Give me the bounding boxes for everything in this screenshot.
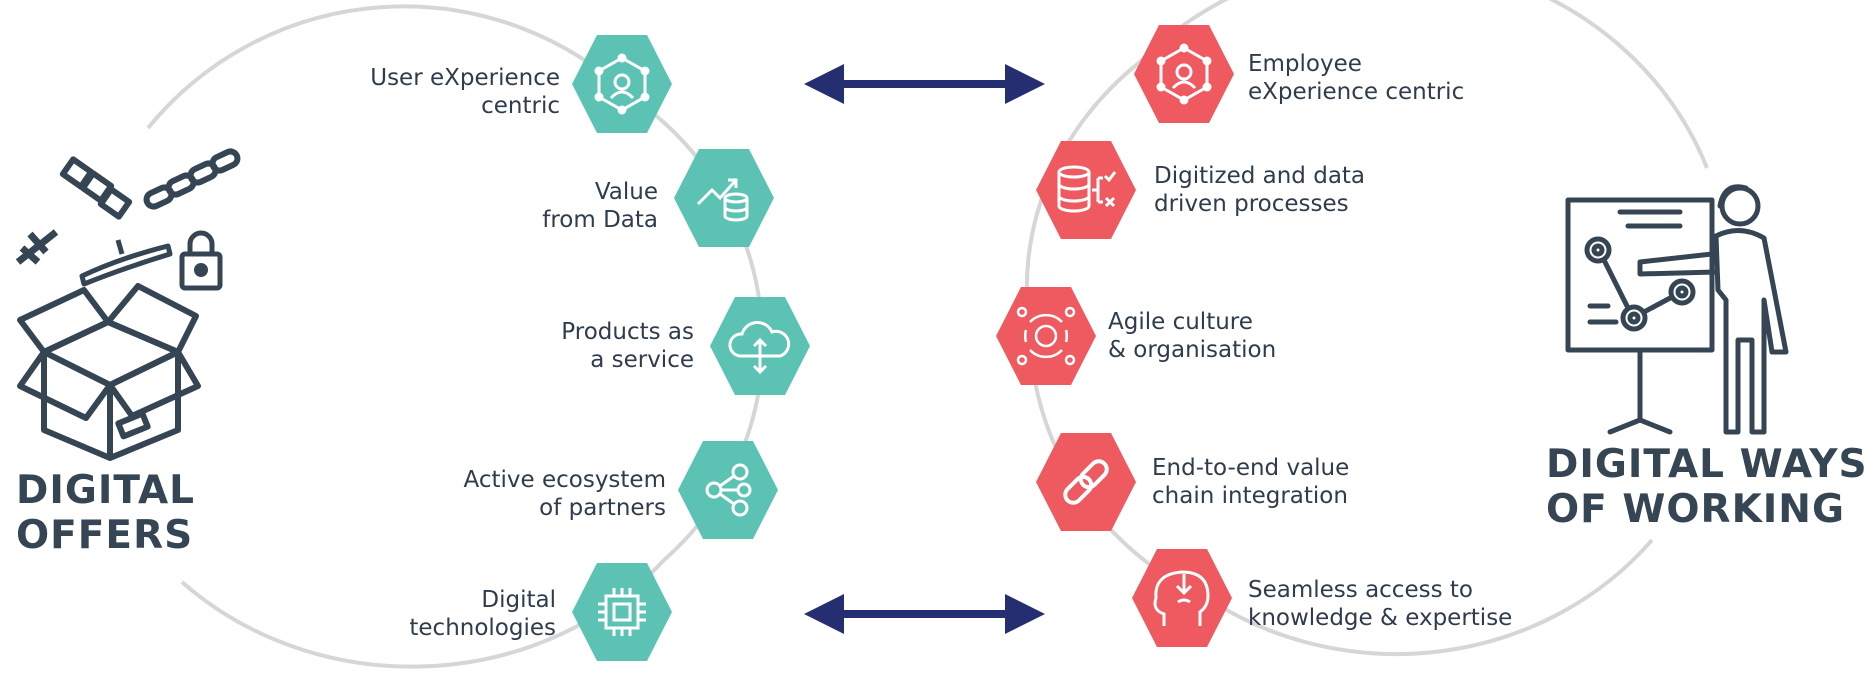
digital-offers-title: DIGITAL OFFERS (16, 468, 195, 558)
label-digital-technologies: Digital technologies (409, 586, 556, 642)
user-experience-network-icon (594, 53, 650, 115)
digital-offers-title-line1: DIGITAL (16, 468, 196, 513)
hex-user-experience (572, 35, 672, 133)
head-knowledge-icon (1153, 570, 1210, 626)
data-value-growth-icon (696, 178, 749, 222)
label-line2: knowledge & expertise (1248, 605, 1513, 631)
label-agile-culture: Agile culture & organisation (1108, 308, 1276, 364)
hex-active-ecosystem (678, 441, 778, 539)
label-line1: End-to-end value (1152, 455, 1350, 481)
whiteboard-icon (1565, 197, 1715, 435)
hex-value-from-data (674, 149, 774, 247)
microchip-icon (598, 588, 646, 636)
label-line2: eXperience centric (1248, 79, 1465, 105)
label-employee-experience: Employee eXperience centric (1248, 50, 1464, 106)
submarine-icon (79, 239, 173, 287)
digital-ways-of-working-title: DIGITAL WAYS OF WORKING (1546, 442, 1868, 532)
person-icon (1637, 184, 1789, 435)
label-line2: a service (590, 347, 694, 373)
box-icon (17, 283, 201, 461)
hex-agile-culture (996, 287, 1096, 385)
label-line1: User eXperience (370, 65, 560, 91)
label-line2: from Data (542, 207, 658, 233)
label-line1: Employee (1248, 51, 1362, 77)
chain-link-icon (1063, 459, 1109, 505)
label-end-to-end: End-to-end value chain integration (1152, 454, 1349, 510)
open-box-illustration (15, 148, 241, 461)
label-active-ecosystem: Active ecosystem of partners (464, 466, 666, 522)
digital-ways-title-line1: DIGITAL WAYS (1546, 442, 1868, 487)
padlock-icon (179, 230, 223, 291)
satellite-icon (59, 156, 133, 220)
label-line2: driven processes (1154, 191, 1349, 217)
presenter-illustration (1565, 184, 1789, 435)
label-seamless-access: Seamless access to knowledge & expertise (1248, 576, 1512, 632)
employee-experience-network-icon (1156, 43, 1212, 105)
label-line2: & organisation (1108, 337, 1277, 363)
label-line1: Digitized and data (1154, 163, 1366, 189)
label-line1: Value (594, 179, 658, 205)
hex-products-as-service (710, 297, 810, 395)
airplane-icon (15, 229, 59, 265)
digital-ways-title-line2: OF WORKING (1546, 487, 1845, 532)
label-line1: Digital (481, 587, 556, 613)
label-products-as-service: Products as a service (561, 318, 694, 374)
label-value-from-data: Value from Data (542, 178, 658, 234)
label-user-experience: User eXperience centric (370, 64, 560, 120)
hex-digital-technologies (572, 563, 672, 661)
label-line2: technologies (409, 615, 556, 641)
label-line2: of partners (539, 495, 666, 521)
hex-digitized-processes (1036, 141, 1136, 239)
cloud-service-icon (728, 321, 791, 375)
label-line1: Active ecosystem (463, 467, 666, 493)
label-line2: centric (481, 93, 560, 119)
hex-employee-experience (1134, 25, 1234, 123)
digital-offers-title-line2: OFFERS (16, 513, 194, 558)
agile-team-cycle-icon (1016, 306, 1076, 366)
chain-icon (143, 148, 241, 210)
label-line1: Products as (561, 319, 694, 345)
label-line2: chain integration (1152, 483, 1348, 509)
hex-seamless-access (1132, 549, 1232, 647)
label-line1: Seamless access to (1248, 577, 1473, 603)
label-line1: Agile culture (1108, 309, 1253, 335)
hex-end-to-end (1036, 433, 1136, 531)
share-network-icon (705, 463, 752, 517)
label-digitized-processes: Digitized and data driven processes (1154, 162, 1365, 218)
database-process-icon (1057, 165, 1117, 213)
